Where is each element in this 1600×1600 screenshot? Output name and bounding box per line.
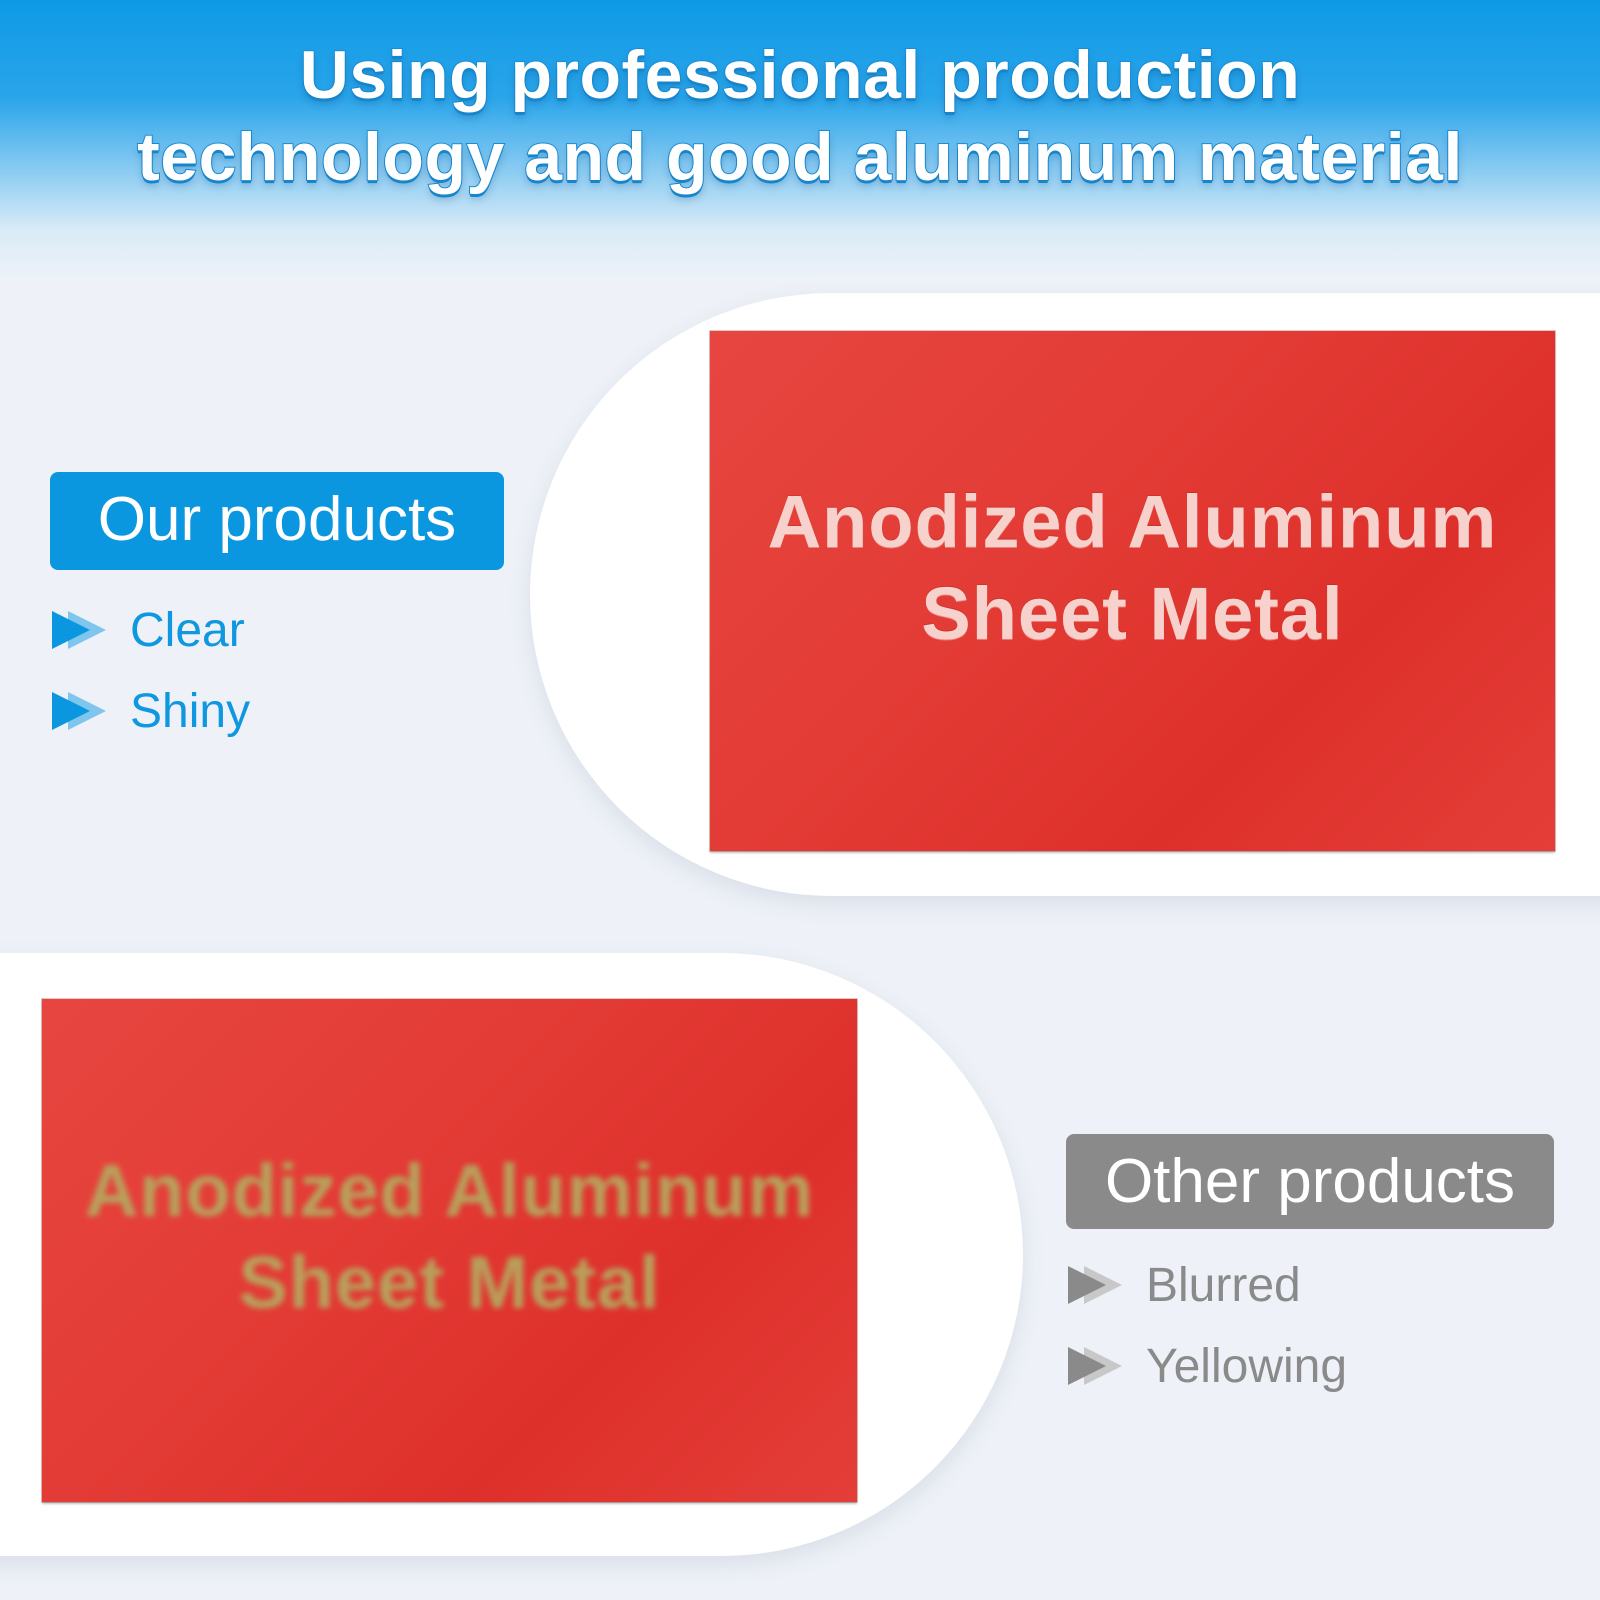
other-plate-line-2: Sheet Metal	[238, 1240, 661, 1324]
other-plate-line-1: Anodized Aluminum	[84, 1148, 815, 1232]
double-triangle-arrow-icon	[1068, 1266, 1122, 1304]
our-product-plate: Anodized Aluminum Sheet Metal	[710, 331, 1555, 851]
our-plate-line-2: Sheet Metal	[921, 572, 1344, 655]
other-feature-blurred: Blurred	[1066, 1255, 1301, 1315]
other-feature-yellowing: Yellowing	[1066, 1336, 1347, 1396]
our-products-label: Our products	[50, 472, 504, 570]
headline: Using professional production technology…	[0, 34, 1600, 198]
other-product-plate: Anodized Aluminum Sheet Metal	[42, 999, 857, 1502]
double-triangle-arrow-icon	[52, 692, 106, 730]
other-feature-label: Yellowing	[1146, 1339, 1348, 1393]
headline-line-2: technology and good aluminum material	[136, 118, 1463, 196]
double-triangle-arrow-icon	[52, 611, 106, 649]
double-triangle-arrow-icon	[1068, 1347, 1122, 1385]
header-banner: Using professional production technology…	[0, 0, 1600, 280]
our-feature-label: Clear	[130, 603, 245, 657]
our-plate-engraving: Anodized Aluminum Sheet Metal	[768, 476, 1498, 660]
other-products-label: Other products	[1066, 1134, 1554, 1229]
our-feature-shiny: Shiny	[50, 681, 250, 741]
headline-line-1: Using professional production	[299, 36, 1301, 114]
our-feature-clear: Clear	[50, 600, 245, 660]
our-plate-line-1: Anodized Aluminum	[767, 480, 1498, 563]
other-feature-label: Blurred	[1146, 1258, 1301, 1312]
our-feature-label: Shiny	[130, 684, 251, 738]
other-plate-engraving: Anodized Aluminum Sheet Metal	[85, 1145, 815, 1329]
